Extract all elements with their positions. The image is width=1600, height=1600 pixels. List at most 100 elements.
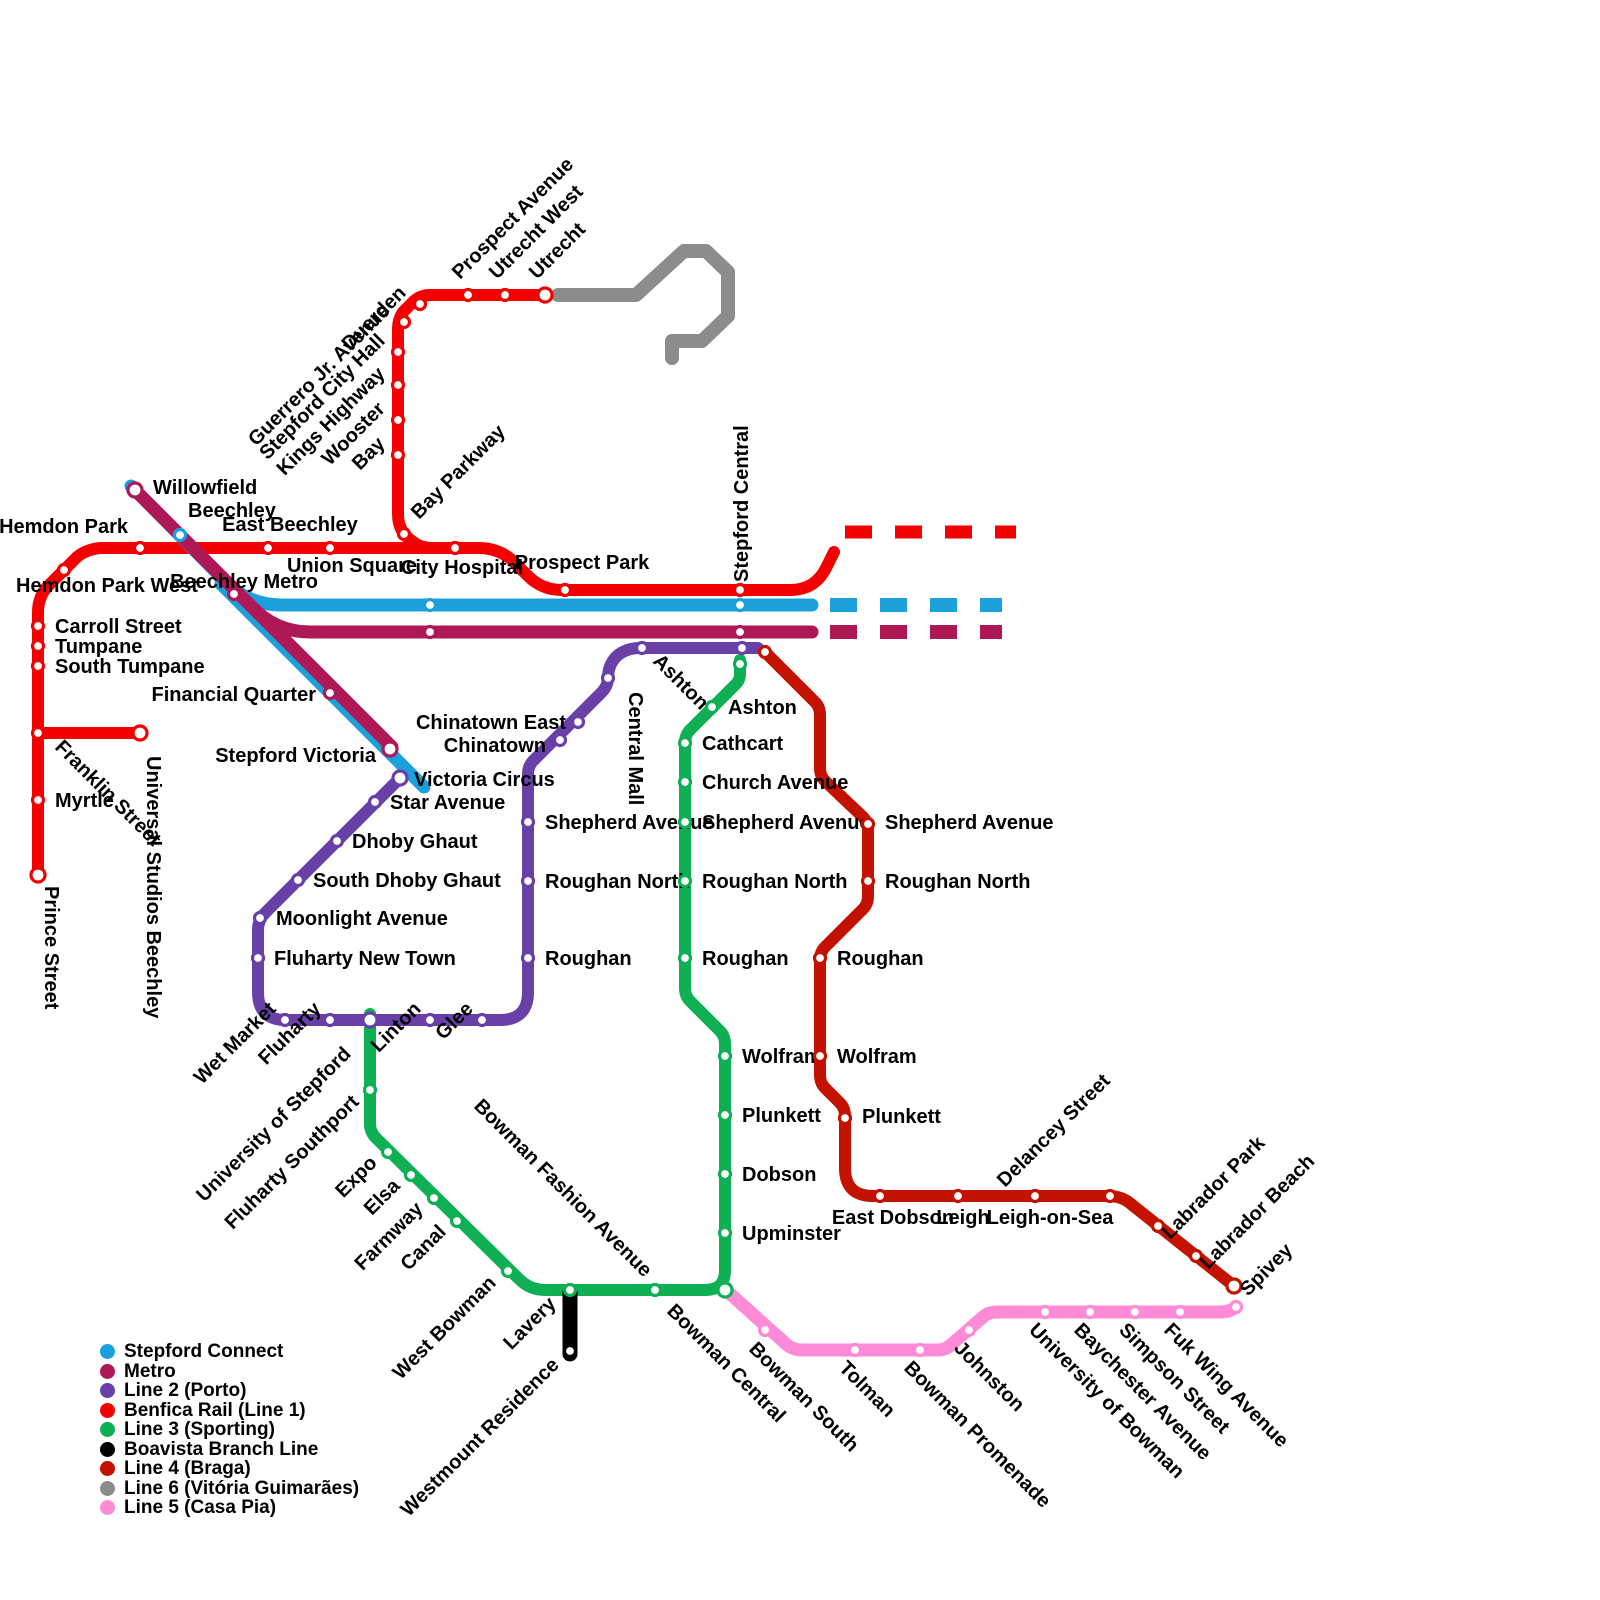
station-dot[interactable] bbox=[30, 792, 46, 808]
station-dot[interactable] bbox=[260, 540, 276, 556]
station-dot[interactable] bbox=[30, 618, 46, 634]
station-dot[interactable] bbox=[562, 1343, 578, 1359]
station-dot[interactable] bbox=[600, 670, 616, 686]
station-dot[interactable] bbox=[390, 412, 406, 428]
station-dot[interactable] bbox=[497, 287, 513, 303]
station-dot[interactable] bbox=[634, 640, 650, 656]
station-dot[interactable] bbox=[277, 1012, 293, 1028]
station-dot[interactable] bbox=[500, 1263, 516, 1279]
station-dot[interactable] bbox=[362, 1082, 378, 1098]
station-dot[interactable] bbox=[396, 314, 412, 330]
station-dot[interactable] bbox=[717, 1048, 733, 1064]
station-dot[interactable] bbox=[412, 296, 428, 312]
station-dot[interactable] bbox=[226, 586, 242, 602]
station-dot[interactable] bbox=[1150, 1218, 1166, 1234]
station-dot[interactable] bbox=[732, 624, 748, 640]
station-dot[interactable] bbox=[322, 685, 338, 701]
station-dot[interactable] bbox=[716, 1281, 734, 1299]
station-dot[interactable] bbox=[812, 1048, 828, 1064]
station-dot[interactable] bbox=[322, 540, 338, 556]
station-dot[interactable] bbox=[1082, 1304, 1098, 1320]
station-dot[interactable] bbox=[322, 1012, 338, 1028]
station-dot[interactable] bbox=[912, 1342, 928, 1358]
station-dot[interactable] bbox=[1127, 1304, 1143, 1320]
station-dot[interactable] bbox=[860, 816, 876, 832]
station-dot[interactable] bbox=[950, 1188, 966, 1204]
station-dot[interactable] bbox=[290, 872, 306, 888]
station-dot[interactable] bbox=[732, 582, 748, 598]
station-dot[interactable] bbox=[562, 1282, 578, 1298]
station-dot[interactable] bbox=[403, 1167, 419, 1183]
station-dot[interactable] bbox=[860, 873, 876, 889]
station-dot[interactable] bbox=[1188, 1248, 1204, 1264]
station-dot[interactable] bbox=[381, 740, 399, 758]
station-dot[interactable] bbox=[396, 526, 412, 542]
station-dot[interactable] bbox=[252, 910, 268, 926]
station-dot[interactable] bbox=[872, 1188, 888, 1204]
station-dot[interactable] bbox=[1102, 1188, 1118, 1204]
station-dot[interactable] bbox=[29, 866, 47, 884]
station-dot[interactable] bbox=[732, 597, 748, 613]
station-dot[interactable] bbox=[717, 1107, 733, 1123]
station-dot[interactable] bbox=[1027, 1188, 1043, 1204]
station-dot[interactable] bbox=[570, 714, 586, 730]
station-dot[interactable] bbox=[1037, 1304, 1053, 1320]
station-dot[interactable] bbox=[426, 1190, 442, 1206]
station-dot[interactable] bbox=[704, 699, 720, 715]
station-dot[interactable] bbox=[390, 447, 406, 463]
station-dot[interactable] bbox=[422, 597, 438, 613]
station-dot[interactable] bbox=[1172, 1304, 1188, 1320]
station-dot[interactable] bbox=[367, 794, 383, 810]
station-dot[interactable] bbox=[1225, 1277, 1243, 1295]
station-dot[interactable] bbox=[520, 873, 536, 889]
station-dot[interactable] bbox=[250, 950, 266, 966]
station-dot[interactable] bbox=[474, 1012, 490, 1028]
station-dot[interactable] bbox=[361, 1011, 379, 1029]
station-dot[interactable] bbox=[131, 724, 149, 742]
station-label: Stepford Victoria bbox=[215, 745, 377, 767]
station-dot[interactable] bbox=[422, 1012, 438, 1028]
station-dot[interactable] bbox=[447, 540, 463, 556]
station-dot[interactable] bbox=[837, 1110, 853, 1126]
station-dot[interactable] bbox=[329, 833, 345, 849]
station-dot[interactable] bbox=[757, 644, 773, 660]
station-dot[interactable] bbox=[847, 1342, 863, 1358]
station-dot[interactable] bbox=[677, 873, 693, 889]
station-dot[interactable] bbox=[30, 725, 46, 741]
station-dot[interactable] bbox=[677, 735, 693, 751]
station-dot[interactable] bbox=[757, 1322, 773, 1338]
station-dot[interactable] bbox=[717, 1166, 733, 1182]
station-dot[interactable] bbox=[557, 582, 573, 598]
station-dot[interactable] bbox=[460, 287, 476, 303]
station-dot[interactable] bbox=[132, 540, 148, 556]
station-dot[interactable] bbox=[390, 344, 406, 360]
station-dot[interactable] bbox=[961, 1322, 977, 1338]
station-dot[interactable] bbox=[391, 769, 409, 787]
station-dot[interactable] bbox=[552, 732, 568, 748]
station-dot[interactable] bbox=[717, 1225, 733, 1241]
station-dot[interactable] bbox=[56, 562, 72, 578]
station-dot[interactable] bbox=[422, 624, 438, 640]
station-dot[interactable] bbox=[30, 658, 46, 674]
station-dot[interactable] bbox=[126, 481, 144, 499]
station-dot[interactable] bbox=[380, 1144, 396, 1160]
station-dot[interactable] bbox=[734, 640, 750, 656]
station-dot[interactable] bbox=[677, 774, 693, 790]
station-dot[interactable] bbox=[536, 286, 554, 304]
station-dot[interactable] bbox=[520, 814, 536, 830]
station-dot[interactable] bbox=[647, 1282, 663, 1298]
station-dot[interactable] bbox=[390, 377, 406, 393]
station-dot[interactable] bbox=[172, 527, 188, 543]
station-dot[interactable] bbox=[677, 814, 693, 830]
station-dot[interactable] bbox=[520, 950, 536, 966]
station-label: South Tumpane bbox=[55, 656, 205, 678]
station-dot[interactable] bbox=[1228, 1299, 1244, 1315]
station-dot[interactable] bbox=[732, 656, 748, 672]
station-dot[interactable] bbox=[449, 1213, 465, 1229]
station-dot[interactable] bbox=[812, 950, 828, 966]
station-label: Myrtle bbox=[55, 790, 114, 812]
station-label: Cathcart bbox=[702, 733, 783, 755]
station-dot[interactable] bbox=[677, 950, 693, 966]
station-label: Fluharty New Town bbox=[274, 948, 456, 970]
station-dot[interactable] bbox=[30, 638, 46, 654]
